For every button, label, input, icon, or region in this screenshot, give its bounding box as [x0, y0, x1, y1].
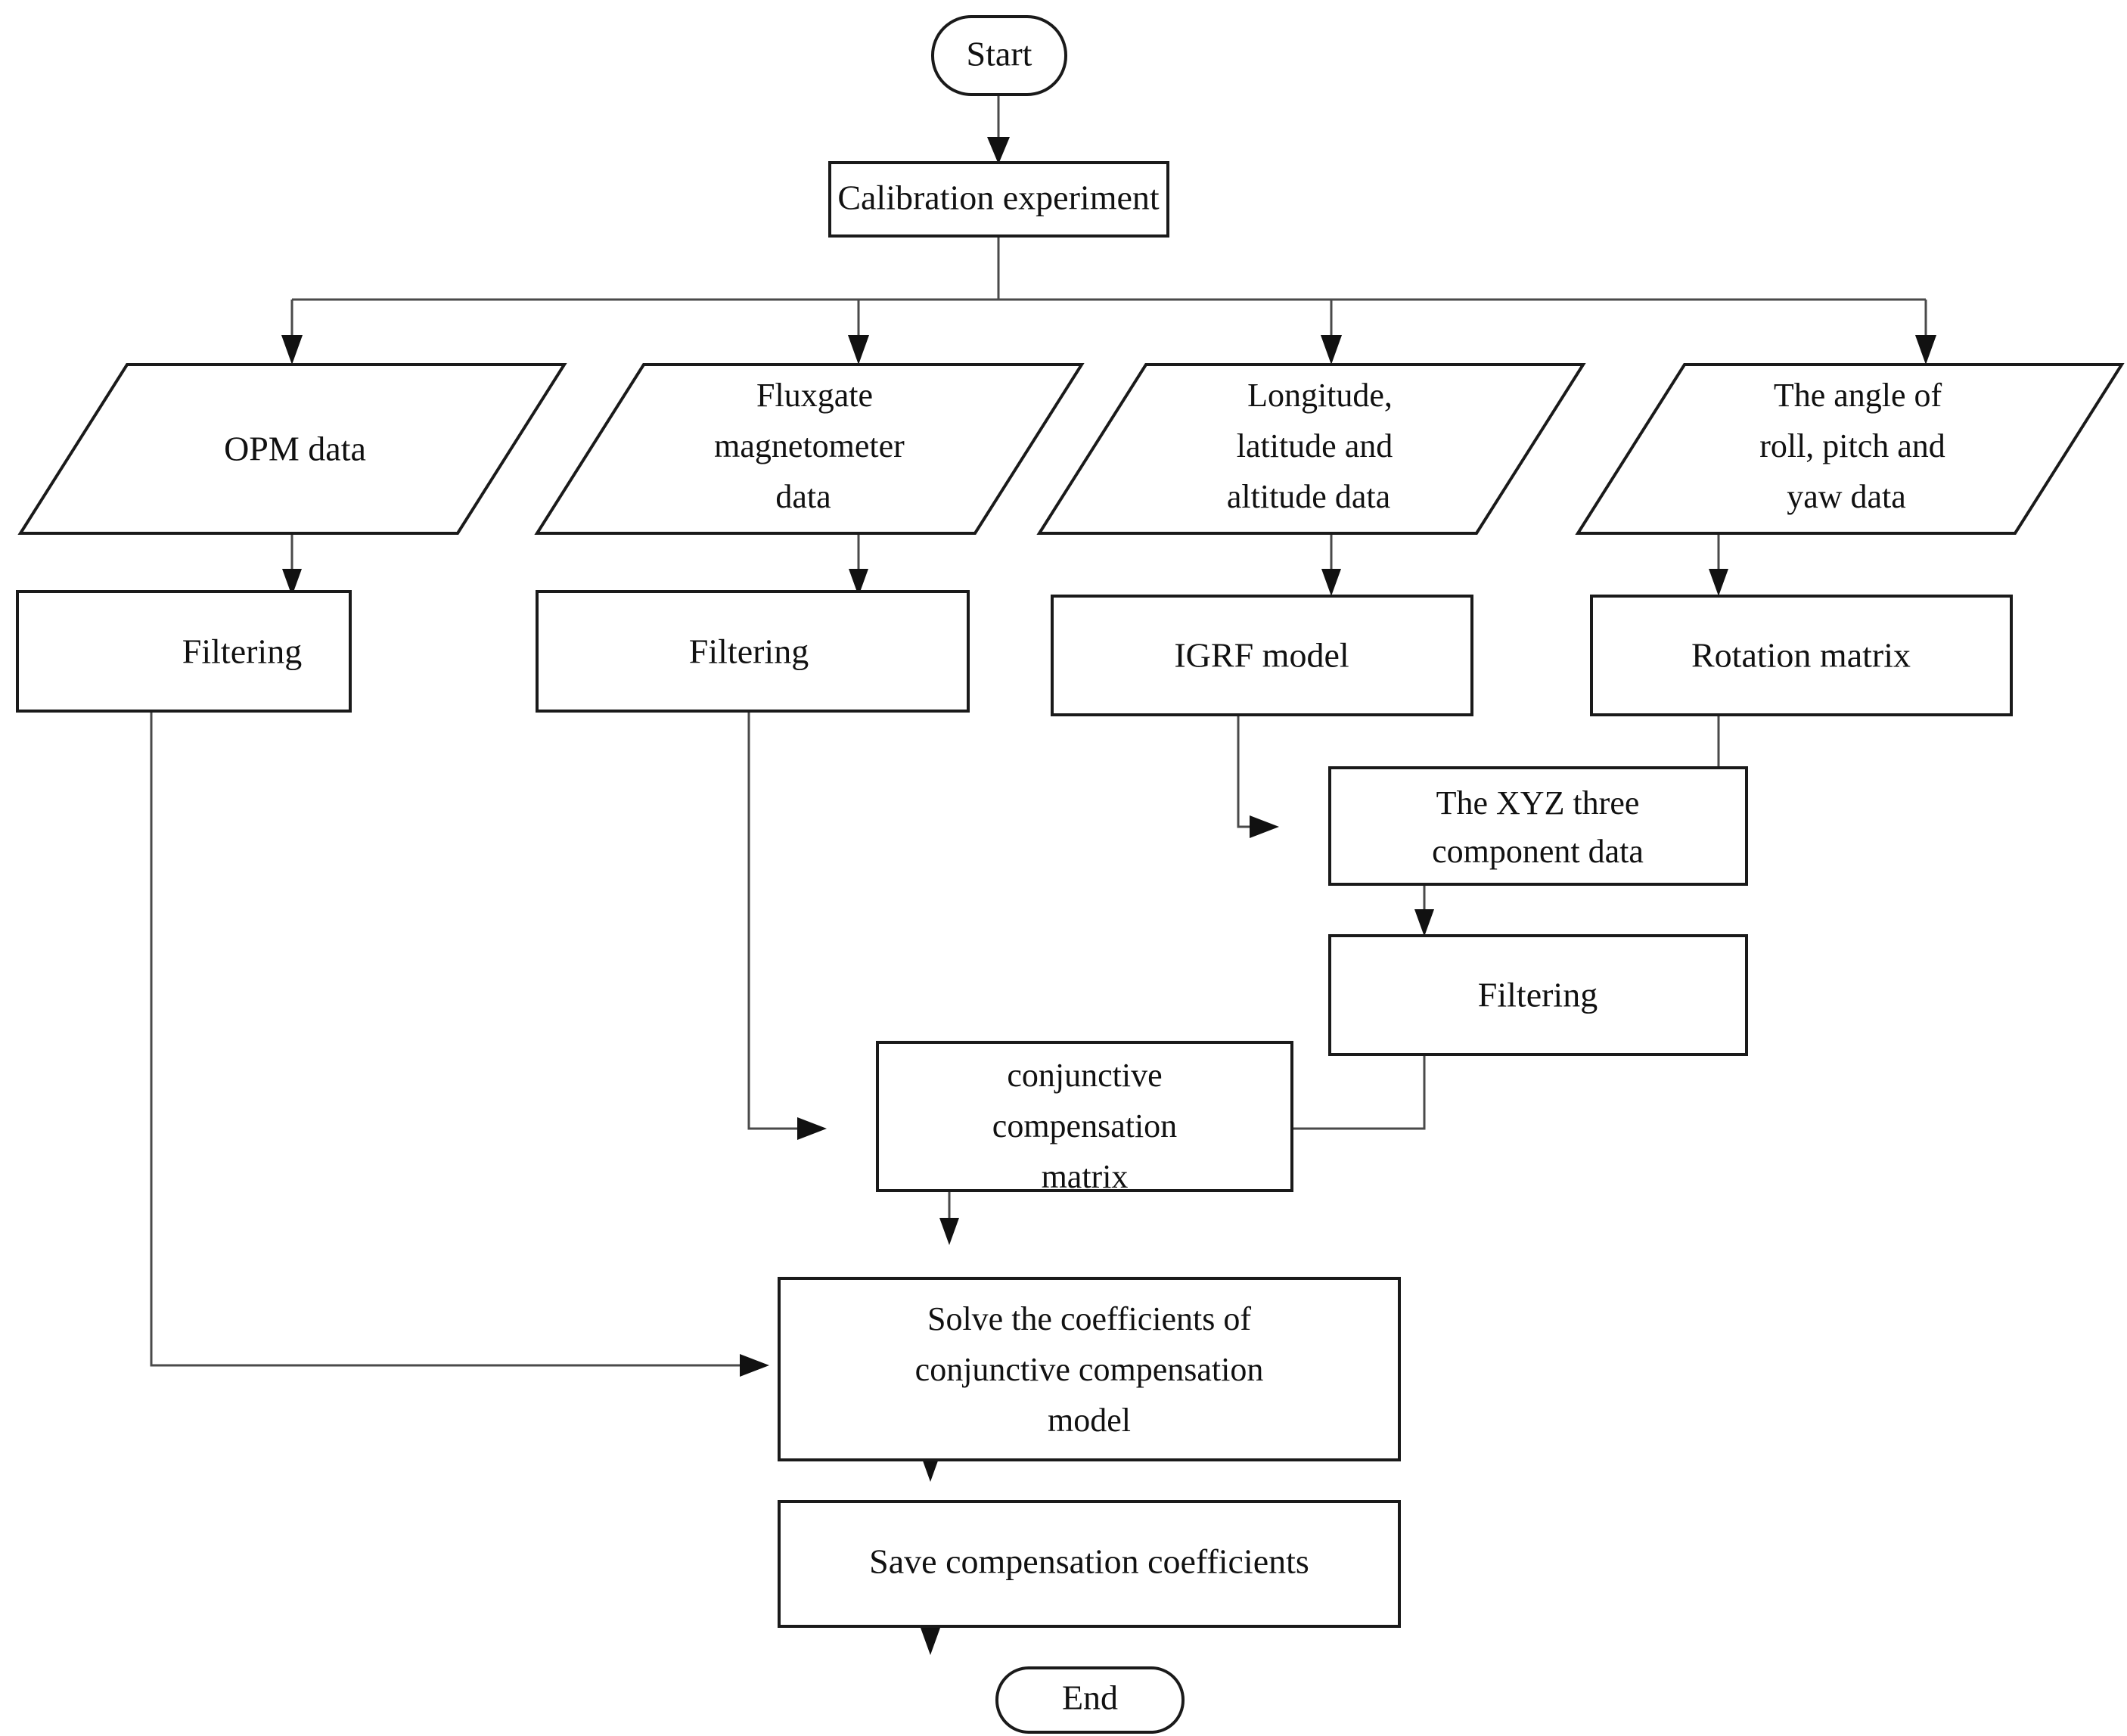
node-fluxgate-line2: magnetometer [714, 427, 905, 464]
node-filtering-fluxgate-label: Filtering [689, 632, 809, 671]
node-conj-line1: conjunctive [1007, 1057, 1162, 1094]
node-xyz-line2: component data [1432, 833, 1644, 870]
node-rotation-matrix[interactable]: Rotation matrix [1590, 595, 2013, 716]
node-attitude-line1: The angle of [1774, 377, 1942, 414]
node-solve-coefficients[interactable]: Solve the coefficients of conjunctive co… [778, 1277, 1401, 1461]
node-geo-data[interactable]: Longitude, latitude and altitude data [1036, 363, 1586, 535]
node-save-coefficients[interactable]: Save compensation coefficients [778, 1500, 1401, 1628]
node-conj-line3: matrix [1042, 1158, 1129, 1195]
node-geo-line1: Longitude, [1247, 377, 1393, 414]
node-opm-data-label: OPM data [224, 430, 366, 468]
node-end-label: End [1062, 1679, 1118, 1717]
node-start-label: Start [967, 35, 1032, 73]
node-filtering-xyz[interactable]: Filtering [1328, 934, 1748, 1056]
node-attitude-line3: yaw data [1787, 478, 1906, 515]
node-attitude-line2: roll, pitch and [1759, 427, 1945, 464]
node-conjunctive-compensation-matrix[interactable]: conjunctive compensation matrix [876, 1041, 1293, 1195]
node-geo-line2: latitude and [1237, 427, 1393, 464]
node-filtering-fluxgate[interactable]: Filtering [536, 590, 970, 713]
node-save-label: Save compensation coefficients [869, 1542, 1309, 1581]
edge-opm-to-filtering [282, 533, 302, 596]
node-solve-line2: conjunctive compensation [915, 1351, 1264, 1388]
node-igrf-label: IGRF model [1174, 636, 1349, 675]
edge-igrf-to-xyz [1237, 715, 1279, 838]
edge-geo-to-igrf [1321, 533, 1341, 596]
node-end[interactable]: End [995, 1666, 1185, 1734]
node-calibration-experiment[interactable]: Calibration experiment [828, 161, 1169, 238]
node-fluxgate-line3: data [775, 478, 831, 515]
node-start[interactable]: Start [931, 15, 1067, 96]
edge-fluxgate-to-filtering [849, 533, 868, 596]
node-igrf-model[interactable]: IGRF model [1051, 595, 1473, 716]
edge-calibration-fanout [281, 236, 1936, 365]
edge-start-to-calibration [987, 95, 1010, 164]
node-geo-line3: altitude data [1227, 478, 1390, 515]
node-filtering-opm-label: Filtering [182, 632, 302, 671]
node-solve-line3: model [1048, 1402, 1131, 1439]
node-conj-line2: compensation [992, 1107, 1177, 1144]
node-filtering-xyz-label: Filtering [1478, 976, 1598, 1014]
edge-filteringflux-to-conjunctive [747, 711, 827, 1140]
edge-attitude-to-rotation [1709, 533, 1728, 596]
node-xyz-component-data[interactable]: The XYZ three component data [1328, 766, 1748, 886]
node-calibration-label: Calibration experiment [837, 179, 1160, 217]
node-xyz-line1: The XYZ three [1436, 784, 1640, 821]
edge-conjunctive-to-solve [939, 1191, 959, 1245]
edge-xyz-to-filtering [1414, 884, 1434, 936]
edge-filteringopm-to-solve [150, 711, 769, 1377]
node-filtering-opm[interactable]: Filtering [16, 590, 352, 713]
node-solve-line1: Solve the coefficients of [927, 1300, 1251, 1337]
node-attitude-data[interactable]: The angle of roll, pitch and yaw data [1575, 363, 2125, 535]
node-opm-data[interactable]: OPM data [17, 363, 567, 535]
node-fluxgate-line1: Fluxgate [756, 377, 873, 414]
node-fluxgate-data[interactable]: Fluxgate magnetometer data [534, 363, 1085, 535]
node-rotation-label: Rotation matrix [1691, 636, 1911, 675]
